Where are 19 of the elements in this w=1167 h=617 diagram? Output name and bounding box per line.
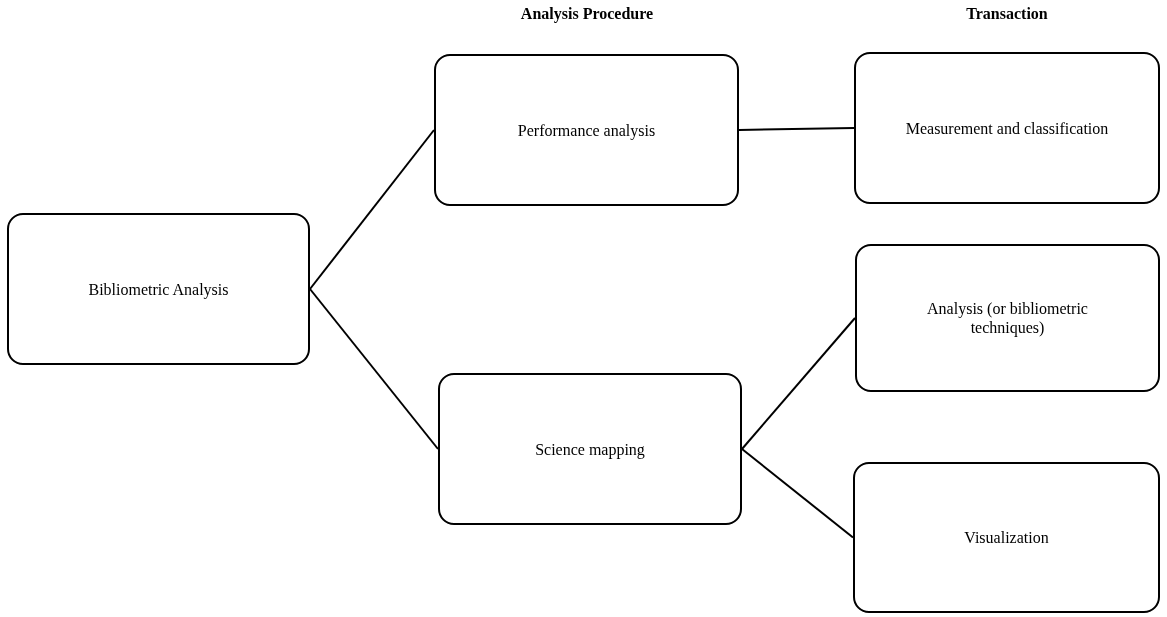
box-label: Science mapping — [535, 439, 645, 459]
box-label: Measurement and classification — [905, 118, 1109, 138]
connector-line — [741, 448, 854, 539]
connector-line — [738, 127, 855, 131]
box-label: Analysis (or bibliometric techniques) — [926, 299, 1089, 337]
box-label: Bibliometric Analysis — [88, 279, 229, 299]
rounded-box — [853, 462, 1160, 613]
connector-line — [741, 317, 856, 450]
connector-line — [309, 288, 439, 450]
column-heading: Transaction — [966, 5, 1048, 23]
rounded-box — [855, 244, 1160, 392]
rounded-box — [7, 213, 310, 365]
box-label: Visualization — [964, 528, 1049, 547]
box-label: Performance analysis — [517, 120, 656, 140]
column-heading: Analysis Procedure — [520, 5, 654, 23]
rounded-box — [434, 54, 739, 206]
rounded-box — [854, 52, 1160, 204]
rounded-box — [438, 373, 742, 525]
connector-line — [309, 129, 435, 290]
